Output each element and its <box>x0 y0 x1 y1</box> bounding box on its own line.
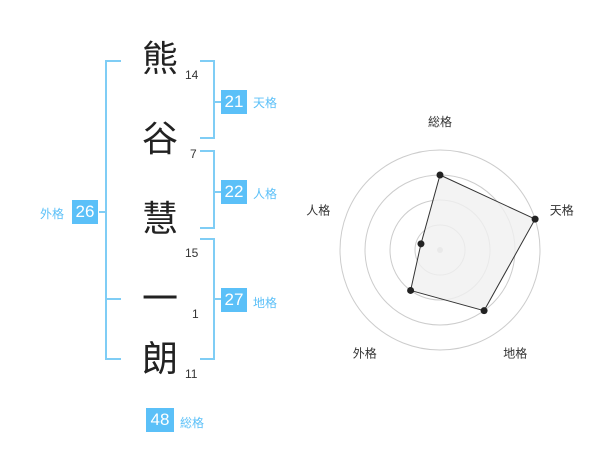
radar-point-5 <box>417 240 425 248</box>
jinkaku-bracket-connector <box>215 191 221 193</box>
jinkaku-bracket-top <box>200 150 215 152</box>
gaikaku-bracket-mid <box>105 298 121 300</box>
jinkaku-label: 人格 <box>253 187 278 201</box>
chikaku-value-box: 27 <box>221 288 247 312</box>
gaikaku-value-box: 26 <box>72 200 98 224</box>
jinkaku-bracket-bottom <box>200 227 215 229</box>
name-char-1: 熊 <box>141 39 178 80</box>
name-char-3: 慧 <box>141 199 178 240</box>
name-char-2: 谷 <box>141 119 178 160</box>
radar-axis-label-2: 天格 <box>550 202 574 217</box>
gaikaku-bracket-vertical <box>105 60 107 360</box>
chikaku-bracket-vertical <box>213 238 215 360</box>
stroke-count-2: 7 <box>190 147 197 161</box>
radar-axis-label-1: 総格 <box>428 114 452 129</box>
soukaku-value-box: 48 <box>146 408 174 432</box>
tenkaku-bracket-bottom <box>200 137 215 139</box>
chikaku-bracket-bottom <box>200 358 215 360</box>
tenkaku-value-box: 21 <box>221 90 247 114</box>
gaikaku-bracket-bottom <box>105 358 121 360</box>
radar-point-1 <box>436 171 444 179</box>
radar-point-4 <box>407 286 415 294</box>
stroke-count-4: 1 <box>192 307 199 321</box>
radar-ring-4 <box>339 149 541 351</box>
radar-axis-label-4: 外格 <box>353 346 377 361</box>
gaikaku-bracket-connector <box>99 211 105 213</box>
stroke-count-3: 15 <box>185 246 199 260</box>
name-char-5: 朗 <box>141 339 178 380</box>
jinkaku-value-box: 22 <box>221 180 247 204</box>
gaikaku-label: 外格 <box>40 207 65 221</box>
radar-polygon <box>410 174 536 312</box>
chikaku-bracket-top <box>200 238 215 240</box>
stroke-count-1: 14 <box>185 68 199 82</box>
radar-axis-label-3: 地格 <box>503 346 527 361</box>
jinkaku-bracket-vertical <box>213 150 215 229</box>
tenkaku-label: 天格 <box>253 96 278 110</box>
chikaku-bracket-connector <box>215 298 221 300</box>
radar-axis-label-5: 人格 <box>306 202 330 217</box>
tenkaku-bracket-vertical <box>213 60 215 139</box>
name-char-4: 一 <box>141 279 178 320</box>
tenkaku-bracket-connector <box>215 101 221 103</box>
stroke-count-5: 11 <box>185 367 198 381</box>
radar-point-3 <box>480 307 488 315</box>
soukaku-label: 総格 <box>180 416 205 430</box>
chikaku-label: 地格 <box>253 296 278 310</box>
radar-point-2 <box>531 215 539 223</box>
gaikaku-bracket-top <box>105 60 121 62</box>
tenkaku-bracket-top <box>200 60 215 62</box>
